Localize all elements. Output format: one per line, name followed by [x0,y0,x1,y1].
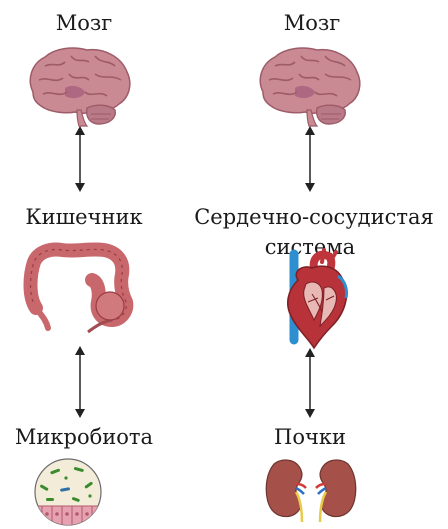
brain-label-right: Мозг [252,10,372,36]
intestine-icon [22,244,134,334]
heart-icon [272,250,356,350]
kidneys-icon [262,456,360,522]
brain-icon [255,44,365,126]
arrow-brain-intestine [72,126,88,192]
microbiota-label: Микробиота [4,424,164,450]
microbiota-icon [32,456,104,526]
brain-label-left: Мозг [24,10,144,36]
intestine-label: Кишечник [4,204,164,230]
arrow-intestine-microbiota [72,346,88,418]
arrow-brain-cardiovascular [302,126,318,192]
kidneys-label: Почки [250,424,370,450]
brain-icon [25,44,135,126]
cardiovascular-label-line1: Сердечно-сосудистая [180,204,448,230]
arrow-cardiovascular-kidneys [302,348,318,418]
